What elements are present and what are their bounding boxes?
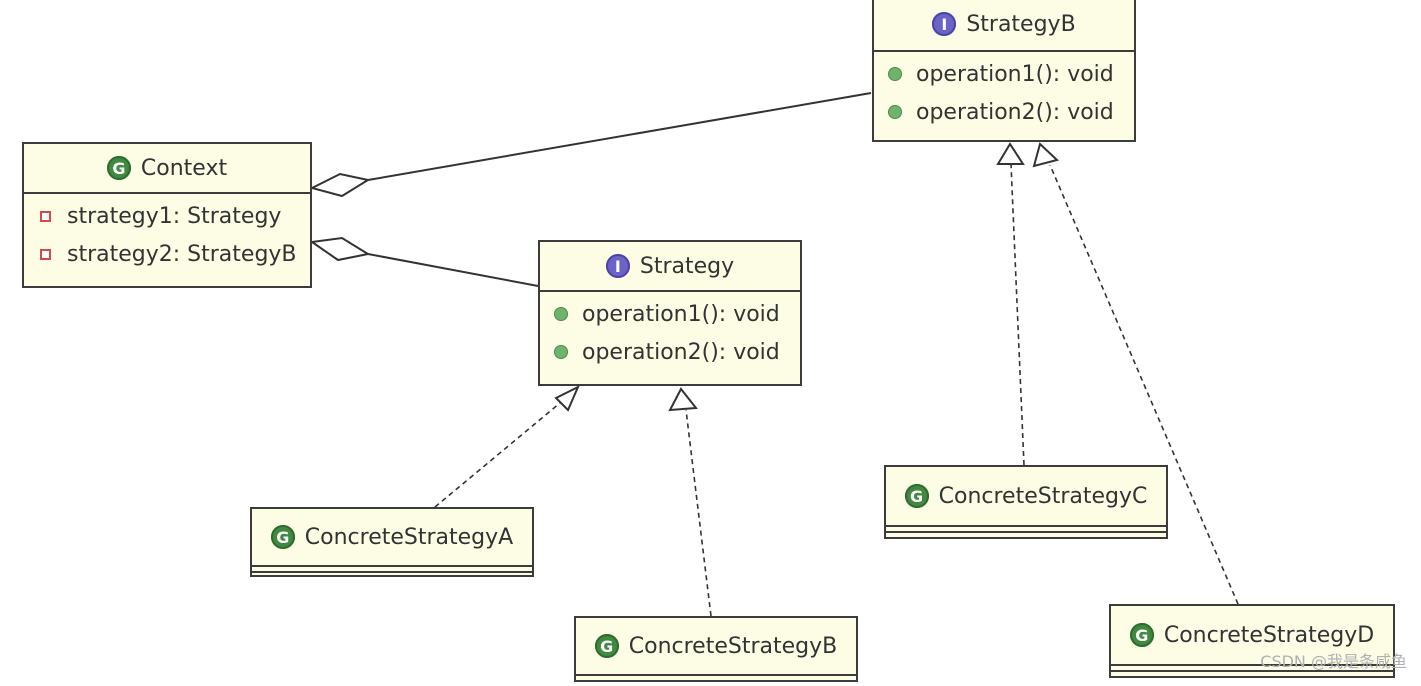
public-method-icon bbox=[888, 105, 902, 119]
field-label: strategy2: StrategyB bbox=[67, 241, 297, 267]
aggregation-context-strategyb bbox=[367, 92, 872, 181]
private-field-icon bbox=[40, 248, 51, 260]
concrete-strategy-c-class[interactable]: G ConcreteStrategyC bbox=[884, 465, 1168, 539]
realization-b-strategy bbox=[685, 409, 712, 617]
field-label: strategy1: Strategy bbox=[67, 203, 282, 229]
operation-row[interactable]: operation1(): void bbox=[874, 55, 1134, 93]
concrete-strategy-b-class[interactable]: G ConcreteStrategyB bbox=[574, 616, 858, 682]
class-icon: G bbox=[1129, 623, 1154, 647]
operation-label: operation2(): void bbox=[916, 99, 1114, 125]
class-header: G ConcreteStrategyD bbox=[1111, 606, 1393, 664]
class-icon: G bbox=[904, 484, 929, 508]
aggregation-context-strategy bbox=[367, 253, 539, 287]
interface-name: Strategy bbox=[639, 253, 735, 279]
concrete-strategy-d-class[interactable]: G ConcreteStrategyD bbox=[1109, 604, 1395, 678]
class-name: ConcreteStrategyB bbox=[628, 633, 838, 659]
realization-a-strategy bbox=[434, 402, 561, 508]
realization-arrow-b bbox=[668, 387, 698, 412]
operation-row[interactable]: operation2(): void bbox=[874, 93, 1134, 131]
aggregation-diamond-strategyb bbox=[309, 172, 371, 198]
class-header: G ConcreteStrategyA bbox=[252, 509, 532, 565]
strategy-header: I Strategy bbox=[540, 242, 800, 290]
interface-icon: I bbox=[932, 12, 957, 36]
empty-compartments bbox=[886, 525, 1166, 537]
realization-arrow-d bbox=[1032, 142, 1060, 168]
field-row[interactable]: strategy1: Strategy bbox=[24, 197, 310, 235]
section-divider bbox=[24, 192, 310, 197]
strategy-interface[interactable]: I Strategy operation1(): void operation2… bbox=[538, 240, 802, 386]
section-divider bbox=[874, 50, 1134, 55]
operation-row[interactable]: operation2(): void bbox=[540, 333, 800, 371]
interface-name: StrategyB bbox=[966, 11, 1076, 37]
field-row[interactable]: strategy2: StrategyB bbox=[24, 235, 310, 273]
class-name: ConcreteStrategyA bbox=[304, 524, 514, 550]
operation-label: operation2(): void bbox=[582, 339, 780, 365]
empty-compartments bbox=[576, 674, 856, 686]
operation-label: operation1(): void bbox=[582, 301, 780, 327]
public-method-icon bbox=[554, 345, 568, 359]
concrete-strategy-a-class[interactable]: G ConcreteStrategyA bbox=[250, 507, 534, 577]
watermark: CSDN @我是条咸鱼 bbox=[1260, 652, 1407, 671]
class-icon: G bbox=[270, 525, 295, 549]
strategyb-header: I StrategyB bbox=[874, 0, 1134, 50]
section-divider bbox=[540, 290, 800, 295]
class-icon: G bbox=[106, 156, 131, 180]
context-header: G Context bbox=[24, 144, 310, 192]
class-name: Context bbox=[140, 155, 228, 181]
operation-row[interactable]: operation1(): void bbox=[540, 295, 800, 333]
context-class[interactable]: G Context strategy1: Strategy strategy2:… bbox=[22, 142, 312, 288]
realization-d-strategyb bbox=[1049, 164, 1239, 605]
public-method-icon bbox=[888, 67, 902, 81]
aggregation-diamond-strategy bbox=[309, 236, 371, 262]
class-icon: G bbox=[594, 634, 619, 658]
empty-compartments bbox=[1111, 664, 1393, 676]
class-name: ConcreteStrategyD bbox=[1163, 622, 1375, 648]
strategyb-interface[interactable]: I StrategyB operation1(): void operation… bbox=[872, 0, 1136, 142]
class-header: G ConcreteStrategyC bbox=[886, 467, 1166, 525]
private-field-icon bbox=[40, 210, 51, 222]
realization-c-strategyb bbox=[1010, 163, 1025, 466]
class-name: ConcreteStrategyC bbox=[938, 483, 1148, 509]
realization-arrow-c bbox=[996, 142, 1025, 165]
interface-icon: I bbox=[605, 254, 630, 278]
class-header: G ConcreteStrategyB bbox=[576, 618, 856, 674]
operation-label: operation1(): void bbox=[916, 61, 1114, 87]
public-method-icon bbox=[554, 307, 568, 321]
empty-compartments bbox=[252, 565, 532, 577]
realization-arrow-a bbox=[554, 384, 581, 412]
